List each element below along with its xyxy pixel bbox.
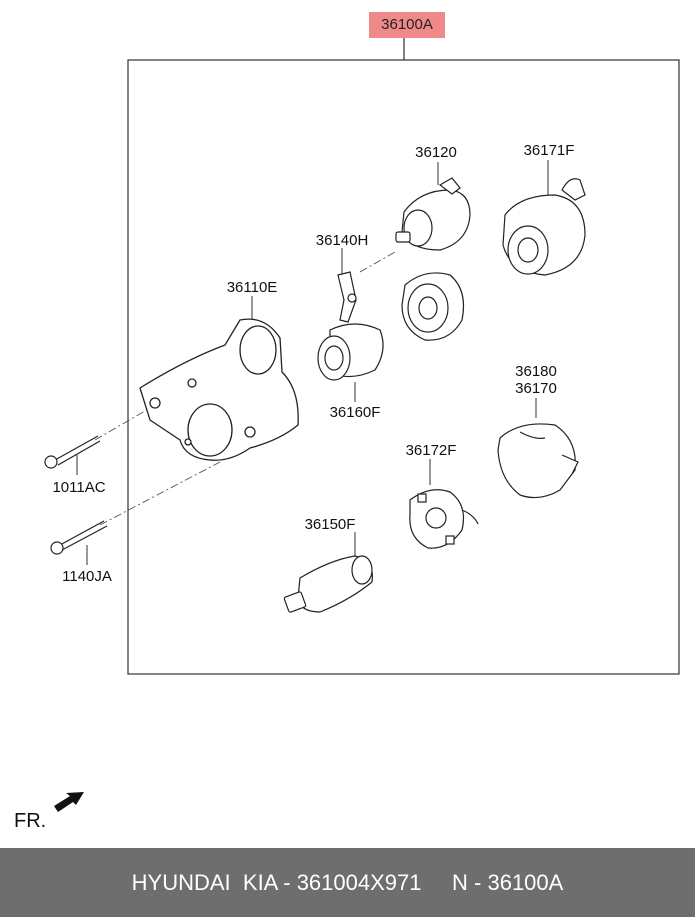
front-arrow-icon (54, 792, 84, 812)
cover-36180-36170 (497, 423, 579, 499)
brush-holder-36172F (409, 489, 479, 549)
pinion-clutch-36160F (317, 323, 384, 381)
part-label-1140JA: 1140JA (62, 568, 112, 585)
part-label-36180: 36180 (515, 363, 557, 380)
part-label-36120: 36120 (415, 144, 457, 161)
armature-36150F (283, 555, 373, 613)
lever-36140H (337, 271, 357, 323)
bolt-1140JA (50, 520, 108, 555)
part-label-36150F: 36150F (304, 516, 356, 533)
part-label-1011AC: 1011AC (52, 479, 106, 496)
part-label-36172F: 36172F (405, 442, 457, 459)
housing-36110E (139, 318, 299, 461)
yoke-disc (401, 272, 465, 341)
assembly-label: 36100A (369, 12, 445, 38)
orientation-label: FR. (14, 810, 47, 832)
part-label-36140H: 36140H (315, 232, 369, 249)
solenoid-36120 (395, 177, 471, 251)
part-label-36171F: 36171F (523, 142, 575, 159)
part-label-36170: 36170 (515, 380, 557, 397)
end-cover-36171F (502, 178, 586, 276)
footer-bar: HYUNDAI KIA - 361004X971 N - 36100A (0, 848, 695, 917)
bolt-1011AC (44, 435, 101, 469)
part-label-36110E: 36110E (226, 279, 278, 296)
part-label-36160F: 36160F (329, 404, 381, 421)
